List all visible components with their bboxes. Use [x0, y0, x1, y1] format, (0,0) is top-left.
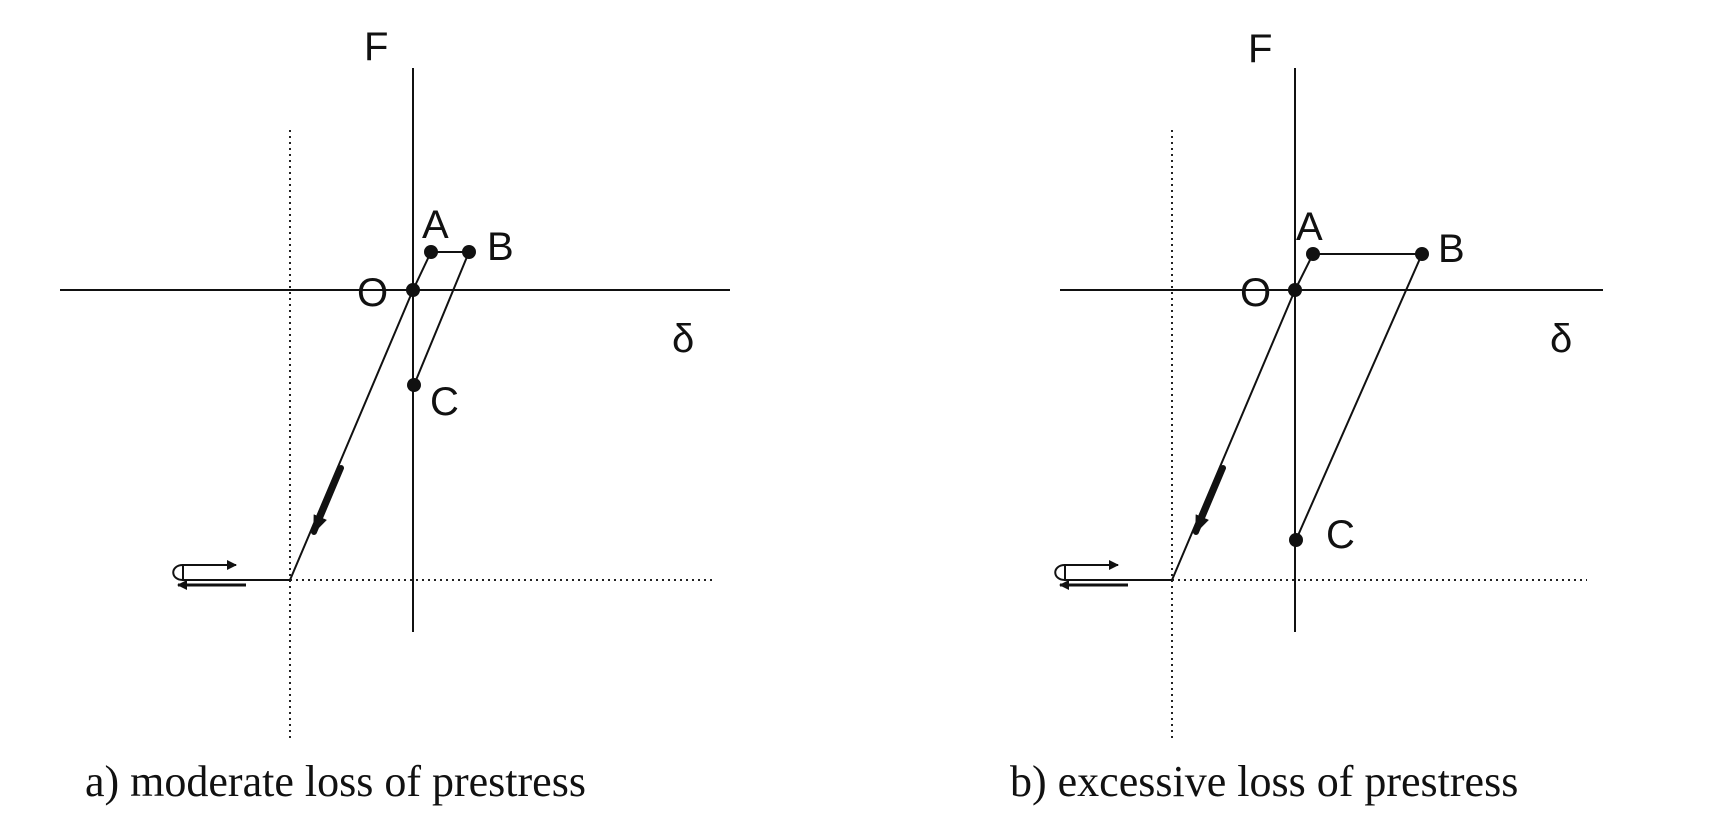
panel-a-label-b: B [487, 225, 514, 269]
panel-b-point-b [1415, 247, 1429, 261]
panel-a-axis-x-label: δ [672, 317, 694, 361]
panel-a-cyclic-loop [182, 560, 290, 581]
panel-b-point-c [1289, 533, 1303, 547]
panel-b-direction-arrow [1193, 465, 1226, 535]
panel-b-cyclic-loop-end [1054, 564, 1066, 581]
panel-b-label-a: A [1296, 205, 1323, 249]
panel-a-direction-arrow [311, 465, 344, 535]
panel-a-cyclic-loop-end [172, 564, 184, 581]
panel-a-point-b [462, 245, 476, 259]
panel-b-label-b: B [1438, 227, 1465, 271]
panel-b-axis-y-label: F [1248, 27, 1272, 71]
panel-a-point-c [407, 378, 421, 392]
panel-b: F δ O A B C b) excessive loss of prestre… [1010, 27, 1603, 806]
panel-a-axis-y-label: F [364, 25, 388, 69]
panel-a-label-a: A [422, 203, 449, 247]
panel-a-point-a [424, 245, 438, 259]
panel-a-label-o: O [357, 271, 388, 315]
panel-b-point-a [1306, 247, 1320, 261]
panel-b-point-o [1288, 283, 1302, 297]
panel-b-label-o: O [1240, 271, 1271, 315]
panel-b-cyclic-loop [1064, 560, 1172, 581]
panel-a-caption: a) moderate loss of prestress [85, 757, 586, 806]
panel-b-axis-x-label: δ [1550, 317, 1572, 361]
panel-b-caption: b) excessive loss of prestress [1010, 757, 1518, 806]
panel-b-load-path [1171, 253, 1424, 581]
panel-a-label-c: C [430, 380, 459, 424]
panel-a: F δ O A B C a) moderate loss of prestres… [60, 25, 730, 806]
panel-a-point-o [406, 283, 420, 297]
panel-b-label-c: C [1326, 513, 1355, 557]
